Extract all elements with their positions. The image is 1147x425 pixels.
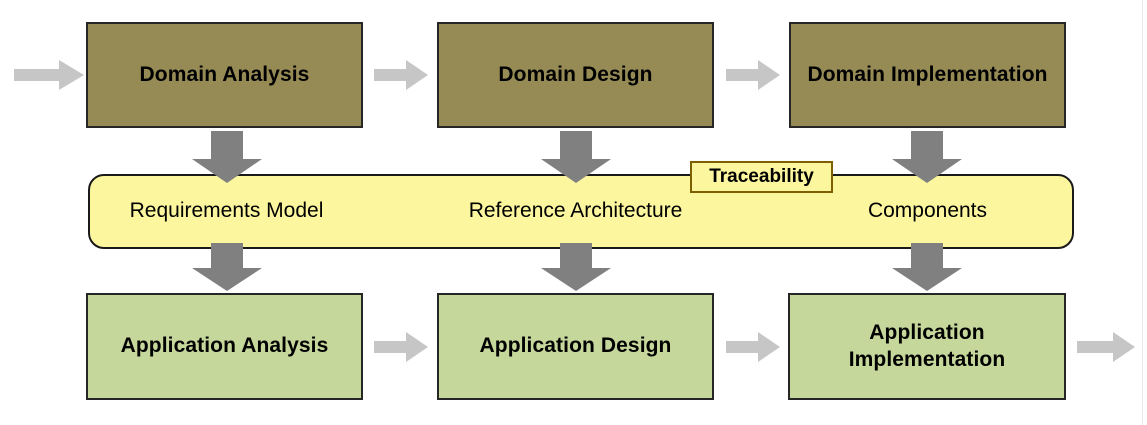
artifact-label-components: Components [867, 199, 988, 222]
process-box-label: Application Implementation [848, 320, 1006, 371]
arrow-domain-design-to-reference-architecture [541, 131, 611, 183]
artifact-label-requirements-model: Requirements Model [129, 199, 324, 222]
arrow-domain-analysis-to-requirements-model [192, 131, 262, 183]
process-box-domain-implementation[interactable]: Domain Implementation [789, 22, 1066, 128]
page-edge-line [1142, 0, 1143, 425]
process-box-application-analysis[interactable]: Application Analysis [86, 293, 363, 400]
process-box-label: Application Analysis [120, 334, 329, 358]
artifact-label-reference-architecture: Reference Architecture [468, 199, 683, 222]
process-box-label: Domain Implementation [807, 62, 1048, 86]
arrow-domain-analysis-to-domain-design [374, 60, 428, 90]
arrow-application-design-to-application-implementation [726, 332, 780, 362]
process-box-domain-analysis[interactable]: Domain Analysis [86, 22, 363, 128]
arrow-components-to-application-implementation [892, 243, 962, 291]
traceability-label: Traceability [709, 166, 814, 187]
process-box-label: Domain Design [498, 62, 653, 86]
process-box-application-design[interactable]: Application Design [437, 293, 714, 400]
traceability-callout[interactable]: Traceability [690, 161, 833, 193]
arrow-domain-design-to-domain-implementation [726, 60, 780, 90]
arrow-requirements-model-to-application-analysis [192, 243, 262, 291]
process-box-label: Application Design [479, 334, 672, 358]
arrow-reference-architecture-to-application-design [541, 243, 611, 291]
arrow-into-domain-analysis [14, 60, 84, 90]
arrow-out-of-application-implementation [1077, 332, 1135, 362]
arrow-domain-implementation-to-components [892, 131, 962, 183]
arrow-application-analysis-to-application-design [374, 332, 428, 362]
process-box-label: Domain Analysis [139, 62, 310, 86]
process-box-domain-design[interactable]: Domain Design [437, 22, 714, 128]
process-box-application-implementation[interactable]: Application Implementation [788, 293, 1066, 400]
